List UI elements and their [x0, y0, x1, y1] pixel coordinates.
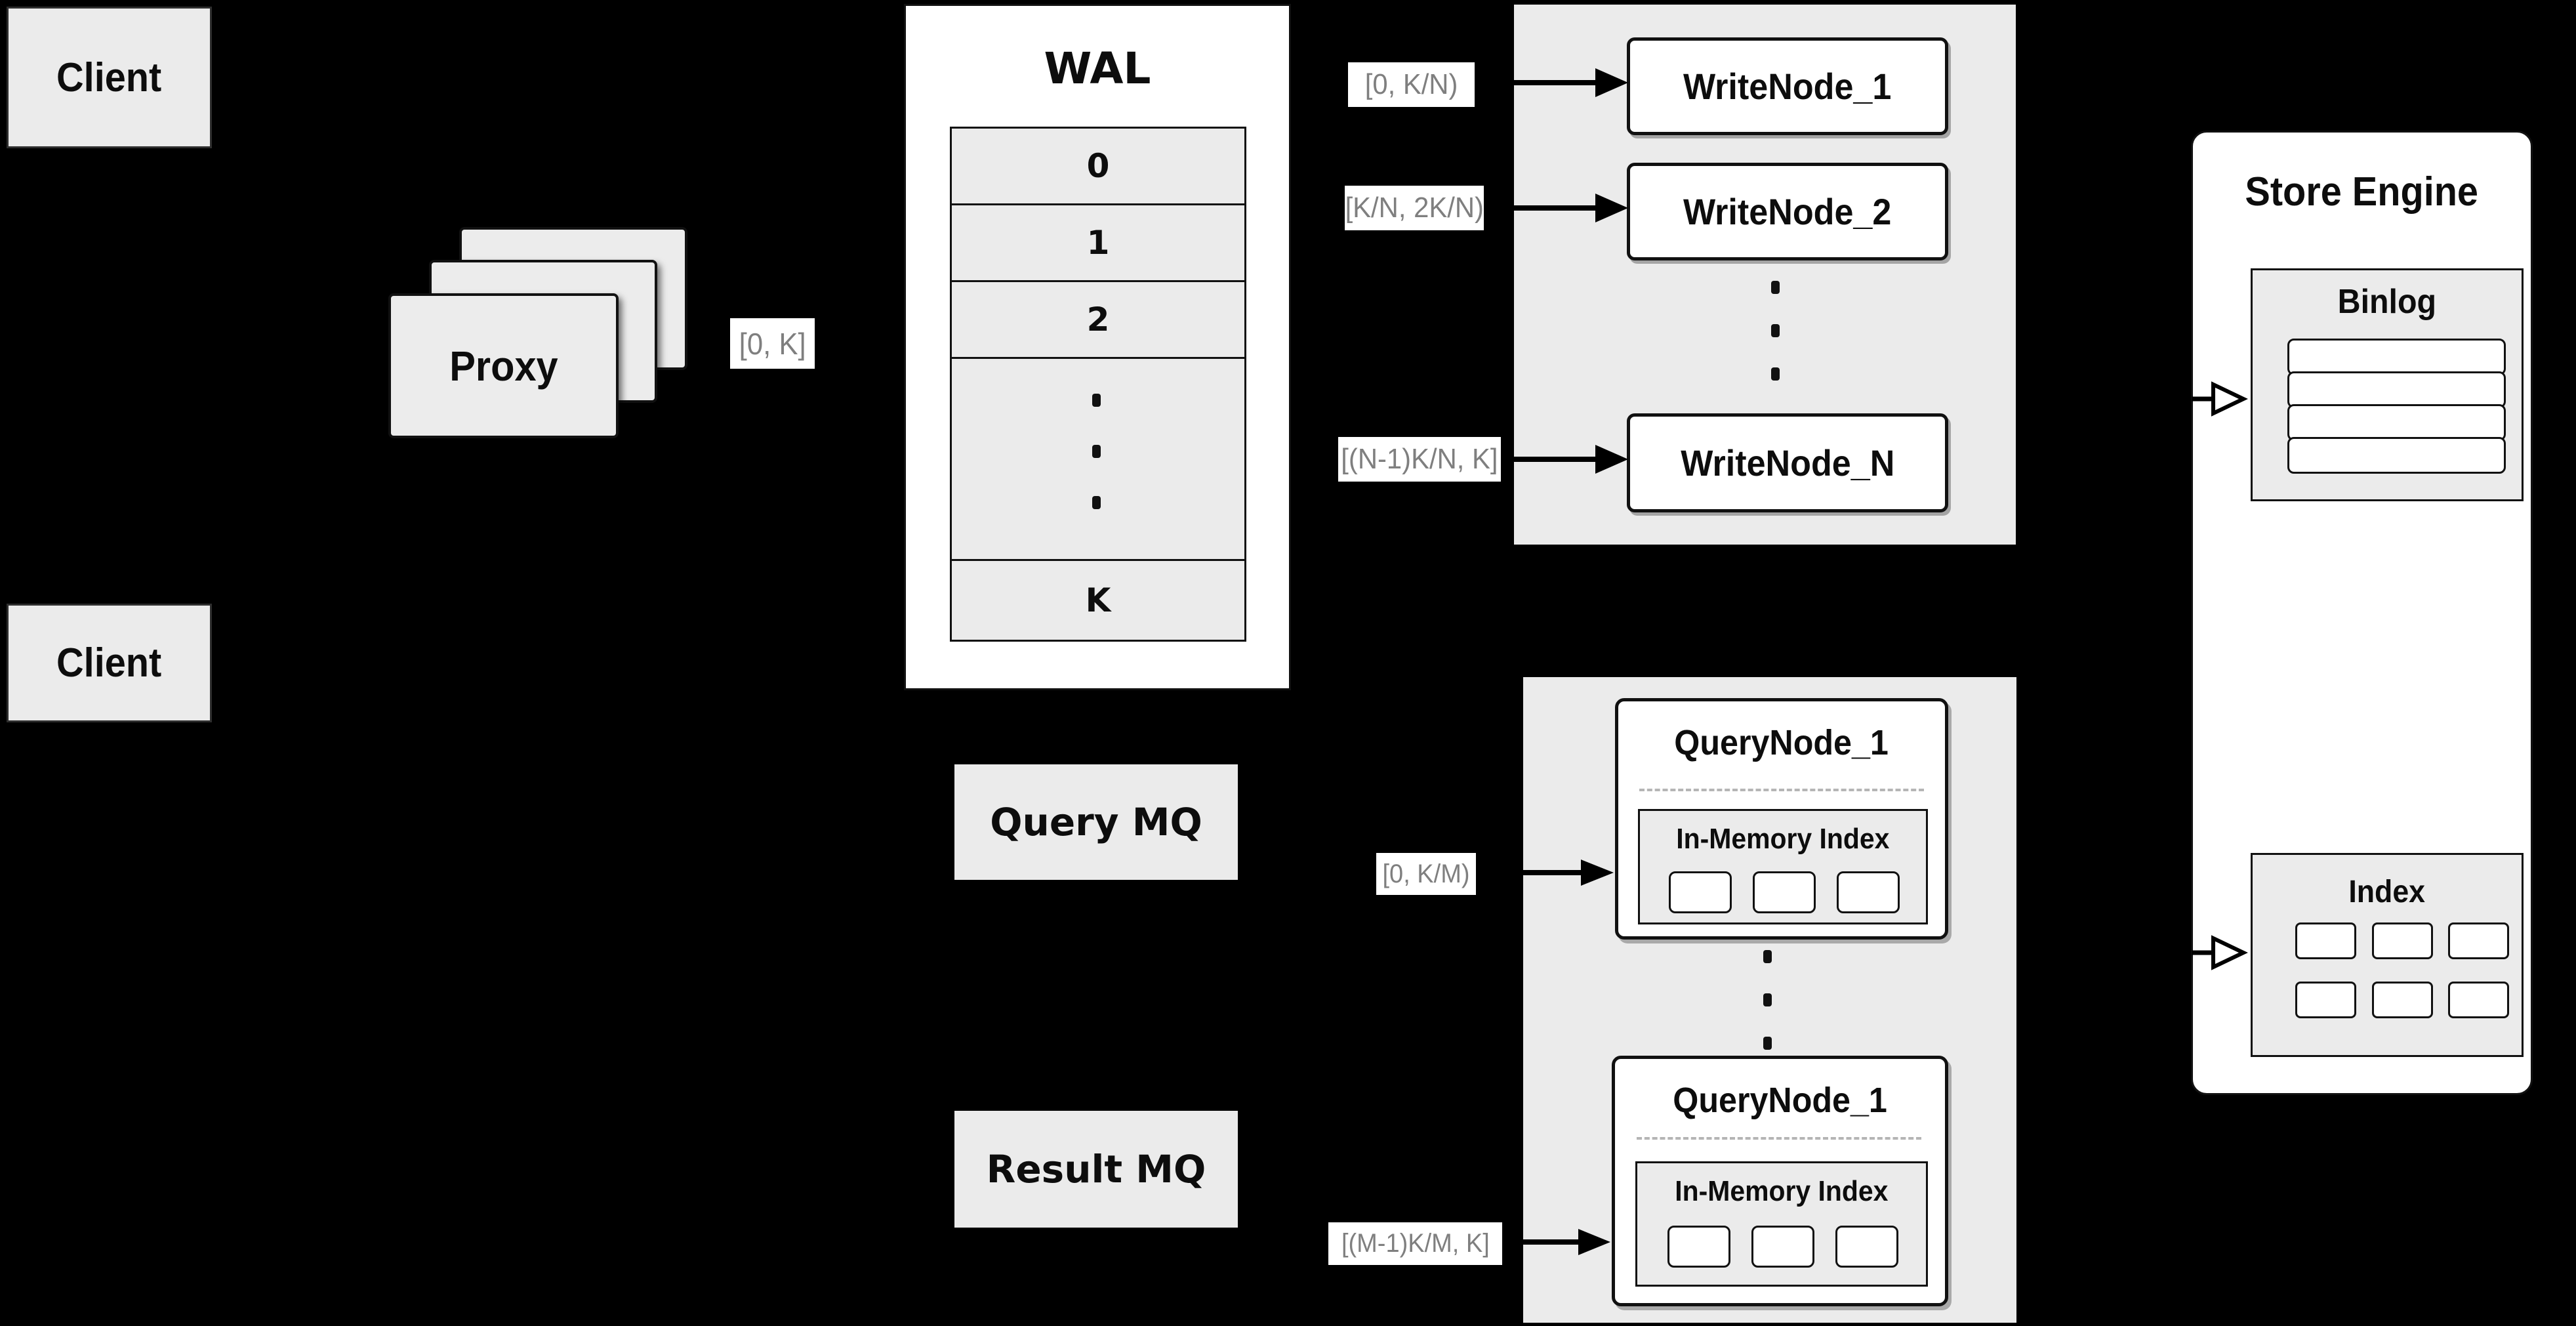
proxy-label: Proxy — [449, 342, 558, 390]
in-memory-index-top-box: In-Memory Index — [1638, 809, 1928, 924]
range-label-write-node-1: [0, K/N) — [1348, 62, 1475, 107]
vertical-ellipsis-dot — [1771, 367, 1780, 381]
binlog-box: Binlog — [2251, 268, 2524, 501]
range-label-query-node-m: [(M-1)K/M, K] — [1328, 1222, 1502, 1265]
index-segment — [1835, 1226, 1898, 1268]
wal-title: WAL — [1044, 43, 1151, 94]
wal-row-1: 1 — [950, 203, 1246, 282]
dashed-divider — [1637, 1137, 1921, 1140]
query-mq-box: Query MQ — [954, 764, 1238, 880]
client-box-top: Client — [7, 7, 212, 148]
index-file — [2295, 982, 2356, 1018]
range-label-query-node-1: [0, K/M) — [1376, 853, 1476, 895]
index-file — [2372, 922, 2433, 959]
wal-box: WAL 0 1 2 K — [904, 4, 1291, 690]
vertical-ellipsis-dot — [1771, 281, 1780, 294]
proxy-card-front: Proxy — [388, 293, 619, 438]
index-box: Index — [2251, 853, 2524, 1057]
query-node-top-box: QueryNode_1 In-Memory Index — [1615, 698, 1948, 940]
index-segment — [1837, 871, 1900, 913]
vertical-ellipsis-dot — [1092, 445, 1101, 458]
binlog-segment-row — [2287, 339, 2506, 375]
index-file — [2448, 922, 2509, 959]
index-segment — [1669, 871, 1732, 913]
index-title: Index — [2348, 874, 2426, 909]
vertical-ellipsis-dot — [1092, 496, 1101, 509]
query-node-bottom-title: QueryNode_1 — [1673, 1081, 1887, 1120]
vertical-ellipsis-dot — [1763, 950, 1772, 963]
index-file — [2448, 982, 2509, 1018]
binlog-segment-row — [2287, 371, 2506, 408]
write-node-2-box: WriteNode_2 — [1627, 163, 1948, 260]
wal-table: 0 1 2 K — [950, 127, 1246, 642]
result-mq-box: Result MQ — [954, 1111, 1238, 1228]
range-label-write-node-n: [(N-1)K/N, K] — [1338, 437, 1501, 482]
write-node-1-box: WriteNode_1 — [1627, 37, 1948, 135]
client-bottom-label: Client — [56, 640, 162, 686]
query-node-bottom-box: QueryNode_1 In-Memory Index — [1612, 1056, 1948, 1306]
range-label-write-node-2: [K/N, 2K/N) — [1345, 186, 1484, 230]
in-memory-index-bottom-box: In-Memory Index — [1635, 1161, 1928, 1287]
binlog-segment-row — [2287, 404, 2506, 441]
wal-row-ellipsis — [950, 357, 1246, 561]
store-engine-title: Store Engine — [2245, 169, 2479, 215]
index-segment — [1751, 1226, 1814, 1268]
write-node-n-box: WriteNode_N — [1627, 413, 1948, 512]
client-top-label: Client — [56, 54, 162, 100]
vertical-ellipsis-dot — [1763, 993, 1772, 1006]
index-file — [2372, 982, 2433, 1018]
index-segment — [1667, 1226, 1730, 1268]
client-box-bottom: Client — [7, 604, 212, 722]
wal-row-2: 2 — [950, 280, 1246, 359]
vertical-ellipsis-dot — [1763, 1037, 1772, 1050]
in-memory-index-top-title: In-Memory Index — [1676, 823, 1890, 855]
store-engine-box: Store Engine Binlog Index — [2191, 131, 2533, 1095]
in-memory-index-bottom-title: In-Memory Index — [1675, 1175, 1889, 1207]
wal-row-k: K — [950, 559, 1246, 642]
binlog-segment-row — [2287, 437, 2506, 474]
index-segment — [1753, 871, 1816, 913]
wal-row-0: 0 — [950, 127, 1246, 205]
range-label-proxy: [0, K] — [730, 318, 815, 369]
index-file — [2295, 922, 2356, 959]
query-node-top-title: QueryNode_1 — [1674, 723, 1889, 762]
vertical-ellipsis-dot — [1092, 394, 1101, 407]
dashed-divider — [1639, 789, 1924, 791]
vertical-ellipsis-dot — [1771, 324, 1780, 337]
write-node-panel: WriteNode_1 WriteNode_2 WriteNode_N — [1514, 5, 2016, 545]
binlog-title: Binlog — [2337, 283, 2437, 321]
